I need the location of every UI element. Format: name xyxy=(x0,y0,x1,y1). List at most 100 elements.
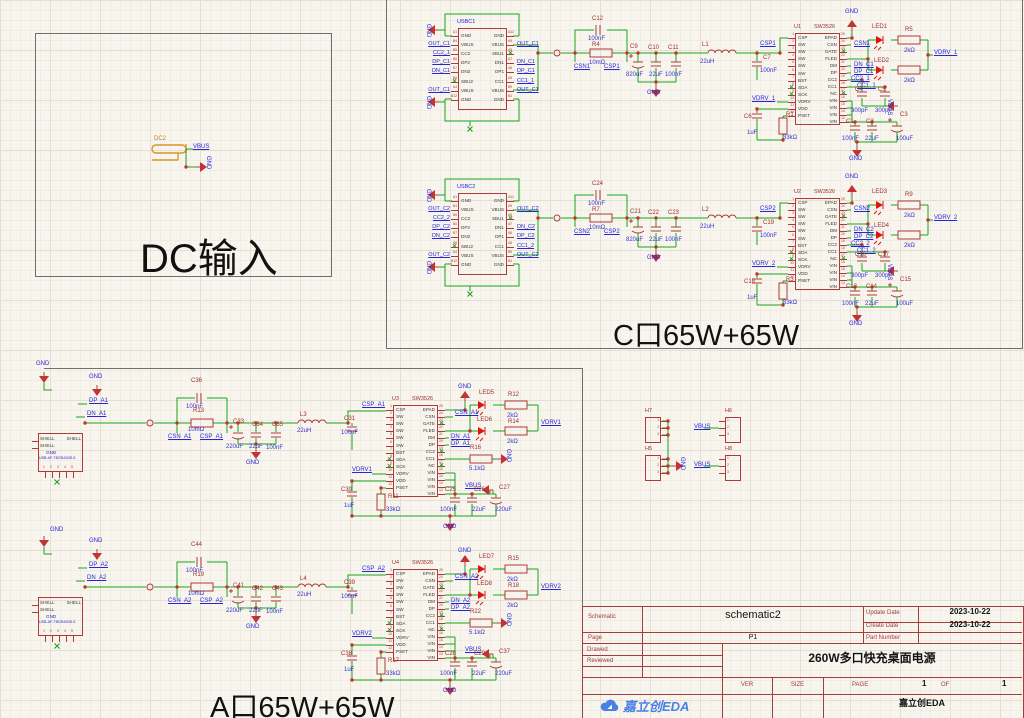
net-label: DN_A1 xyxy=(451,434,471,440)
refdes: R5 xyxy=(905,27,913,33)
net-label: DP_C2 xyxy=(432,224,450,231)
refdes: C42 xyxy=(252,586,264,592)
net-label: GND xyxy=(246,460,260,466)
connector-body xyxy=(645,417,661,443)
pin-number: 13 xyxy=(439,488,443,492)
pin-name: SW xyxy=(798,221,806,227)
pin-number: A4 xyxy=(452,249,457,254)
pin-number: 12 xyxy=(790,275,794,280)
pin-number: 8 xyxy=(390,453,392,458)
pin-name: CC2 xyxy=(827,77,837,82)
component-value: 1uF xyxy=(344,503,355,509)
refdes: C31 xyxy=(344,416,356,422)
net-label: CSN1 xyxy=(574,64,591,70)
pin-stub xyxy=(66,636,67,642)
pin-number: 23 xyxy=(439,582,443,586)
pin-stub xyxy=(840,252,847,253)
pin-name: SCK xyxy=(396,463,406,469)
pin-stub xyxy=(52,472,53,478)
pin-stub xyxy=(451,72,458,74)
no-connect-icon: ✕ xyxy=(789,91,795,98)
jlc-eda-logo: 嘉立创EDA xyxy=(598,696,689,715)
pin-number: 14 xyxy=(439,481,443,485)
pin-name: NC xyxy=(428,463,435,468)
ic-body xyxy=(393,405,438,497)
net-label: DN_C1 xyxy=(517,59,536,66)
pin-stub xyxy=(840,224,847,225)
pin-number: 1 xyxy=(792,32,794,36)
pin-stub xyxy=(840,45,847,46)
pin-name: GND xyxy=(461,198,472,203)
pin-number: 2 xyxy=(50,629,52,633)
pin-name: GND xyxy=(493,198,504,203)
pin-number: 25 xyxy=(841,197,845,201)
pin-name: VIN xyxy=(427,470,435,475)
pin-stub xyxy=(507,219,514,221)
refdes: C22 xyxy=(648,210,660,216)
pin-number: 2 xyxy=(727,463,729,467)
pin-stub xyxy=(507,255,514,257)
pin-name: VIN xyxy=(829,277,837,282)
pin-stub xyxy=(507,63,514,65)
pin-number: 18 xyxy=(841,246,845,250)
refdes: R15 xyxy=(508,556,520,562)
pin-number: 4 xyxy=(64,465,66,469)
pin-number: 1 xyxy=(657,456,659,460)
product-title: 260W多口快充桌面电源 xyxy=(808,651,936,665)
pin-name: SW xyxy=(798,228,806,234)
pin-number: 1 xyxy=(727,456,729,460)
component-value: 1uF xyxy=(747,130,758,136)
pin-number: 11 xyxy=(388,639,392,643)
pin-name: GATE xyxy=(422,585,435,590)
dc-jack[interactable] xyxy=(151,144,208,173)
pin-stub xyxy=(438,480,445,481)
pin-name: GND xyxy=(493,96,504,102)
connector-body xyxy=(645,455,661,481)
pin-number: A4 xyxy=(452,84,457,89)
pin-stub xyxy=(661,473,667,474)
pin-stub xyxy=(45,472,46,478)
pin-number: B12 xyxy=(450,258,457,263)
pin-stub xyxy=(438,595,445,596)
net-label: VBUS xyxy=(694,462,711,468)
pin-name: BST xyxy=(798,242,807,248)
pin-name: CC1 xyxy=(494,243,504,249)
pin-stub xyxy=(451,237,458,239)
ic-body xyxy=(393,569,438,661)
pin-stub xyxy=(840,231,847,232)
pin-name: DP1 xyxy=(495,234,504,240)
net-label: DN_C2 xyxy=(854,227,874,233)
pin-number: A7 xyxy=(508,57,513,62)
net-label: OUT_C2 xyxy=(428,251,450,258)
pin-stub xyxy=(507,36,514,37)
pin-stub xyxy=(451,246,458,248)
pin-number: 5 xyxy=(792,225,794,230)
no-connect-icon: ✕ xyxy=(507,51,513,58)
pin-name: DP xyxy=(830,70,837,75)
pin-name: SW xyxy=(798,70,806,76)
pin-name: DM xyxy=(427,599,435,604)
cloud-icon xyxy=(600,699,619,712)
pin-stub xyxy=(788,80,795,82)
pin-number: 14 xyxy=(841,109,845,113)
pin-name: DN1 xyxy=(494,225,504,231)
pin-number: 16 xyxy=(439,631,443,635)
pin-stub xyxy=(386,630,393,632)
pin-name: VBUS xyxy=(491,42,504,48)
net-label: OUT_C1 xyxy=(428,86,450,93)
net-label: GND xyxy=(458,548,472,554)
net-label: DP_C2 xyxy=(517,233,535,240)
